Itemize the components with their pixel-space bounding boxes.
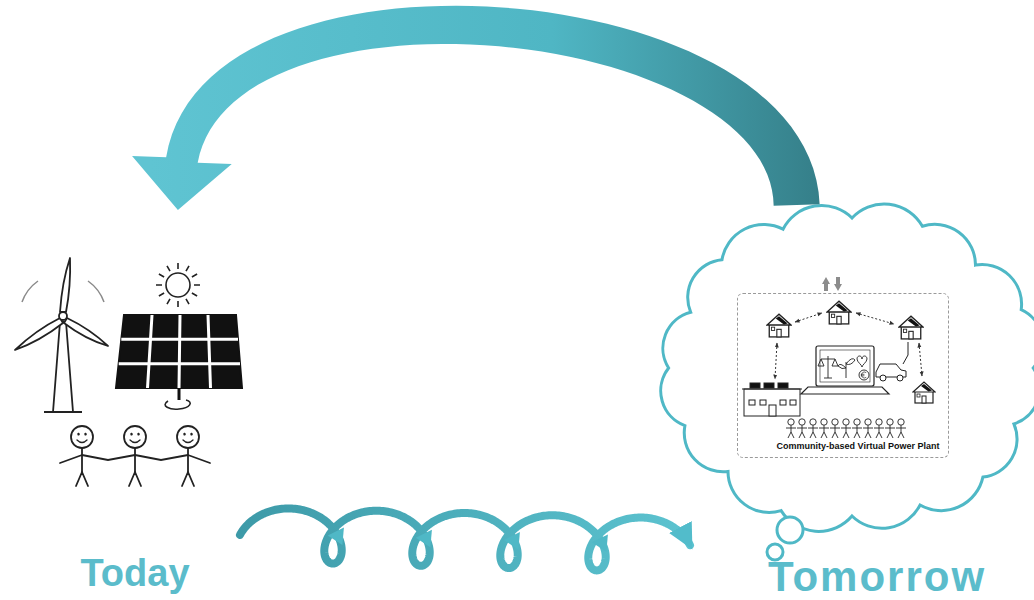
solar-panel (116, 315, 242, 409)
today-group: Today (10, 210, 240, 600)
turbine-blade (60, 258, 70, 312)
school-building (742, 383, 802, 416)
turbine-blade (15, 318, 63, 350)
arrow-head (416, 530, 432, 547)
charging-cable (903, 342, 908, 364)
school-window (749, 400, 755, 405)
community-member (786, 419, 796, 438)
panel-surface (116, 315, 242, 388)
community-member (841, 419, 851, 438)
looping-arrow (240, 508, 690, 570)
ground-line (44, 411, 82, 413)
community-member (874, 419, 884, 438)
curved-arrow (132, 6, 820, 210)
school-roof (742, 389, 802, 390)
community-member (797, 419, 807, 438)
stage-label: Today (80, 554, 189, 592)
community-member (819, 419, 829, 438)
laptop (801, 346, 889, 394)
connector-group (132, 6, 820, 210)
grid-exchange-arrows (822, 277, 842, 291)
motion-arc (88, 281, 104, 302)
sun-rays (156, 263, 200, 307)
people-group (60, 426, 210, 486)
house-icon (899, 316, 923, 339)
linked-arms (60, 455, 210, 463)
school-door (769, 405, 776, 416)
motion-arc (22, 281, 38, 302)
vpp-illustration (742, 301, 935, 438)
community-member (852, 419, 862, 438)
stage-label: Tomorrow (768, 556, 986, 598)
sun-disc (166, 273, 190, 297)
person-head (124, 426, 146, 448)
heart-icon (857, 356, 867, 367)
house-icon (767, 314, 791, 337)
laptop-display (820, 350, 870, 382)
flow-arrow (795, 313, 822, 322)
community-member (896, 419, 906, 438)
flow-arrow (919, 343, 922, 376)
community-member (830, 419, 840, 438)
panel-base (165, 400, 190, 409)
roof-solar-panel (764, 383, 774, 388)
community-row (786, 419, 906, 438)
edge-layer (132, 6, 820, 571)
person-head (71, 426, 93, 448)
up-arrow (822, 277, 830, 291)
text-group: Community-based Virtual Power Plant (738, 442, 948, 452)
school-wall (744, 389, 800, 416)
turbine-hub (59, 312, 67, 320)
arrow-head (504, 532, 520, 549)
vpp-box: Community-based Virtual Power Plant (737, 293, 949, 458)
community-member (808, 419, 818, 438)
text-group: Tomorrow (690, 556, 1034, 598)
panel-post (178, 388, 181, 400)
arrow-head (328, 528, 344, 545)
roof-solar-panel (750, 383, 760, 388)
turbine-blade (64, 318, 108, 346)
connector-group (240, 508, 690, 570)
school-window (760, 400, 766, 405)
panel-grid (119, 315, 240, 388)
sun (156, 263, 200, 307)
wind-turbine (15, 258, 108, 412)
person-head (177, 426, 199, 448)
thought-cloud: Tomorrow Community-based Virtual Power Pl… (690, 205, 1034, 600)
arrow-head (592, 534, 608, 551)
car-wheel (897, 375, 903, 381)
community-member (863, 419, 873, 438)
coin-icon (859, 370, 869, 380)
text-group: Today (10, 554, 240, 592)
community-member (885, 419, 895, 438)
box-caption: Community-based Virtual Power Plant (777, 442, 940, 452)
person-eyes (79, 433, 192, 436)
down-arrow (834, 277, 842, 291)
plant-icon (838, 359, 855, 378)
laptop-screen (816, 346, 874, 386)
laptop-base (801, 387, 889, 394)
car-wheel (880, 375, 886, 381)
cloud-outline (661, 204, 1034, 531)
house-icon (827, 301, 851, 324)
person-smile (77, 440, 193, 443)
flow-arrow (856, 313, 894, 324)
flow-arrow (775, 343, 777, 379)
energy-flow-arrows (775, 313, 922, 379)
turbine-tower (53, 322, 73, 412)
house-icon (913, 382, 935, 403)
person-body (82, 448, 188, 472)
car-body (876, 364, 906, 377)
euro-sign (861, 372, 866, 378)
electric-car (876, 342, 908, 381)
thought-bubble (777, 517, 803, 543)
school-window (790, 400, 796, 405)
school-window (780, 400, 786, 405)
person-legs (76, 472, 194, 486)
roof-solar-panel (778, 383, 788, 388)
scale-icon (818, 356, 838, 378)
